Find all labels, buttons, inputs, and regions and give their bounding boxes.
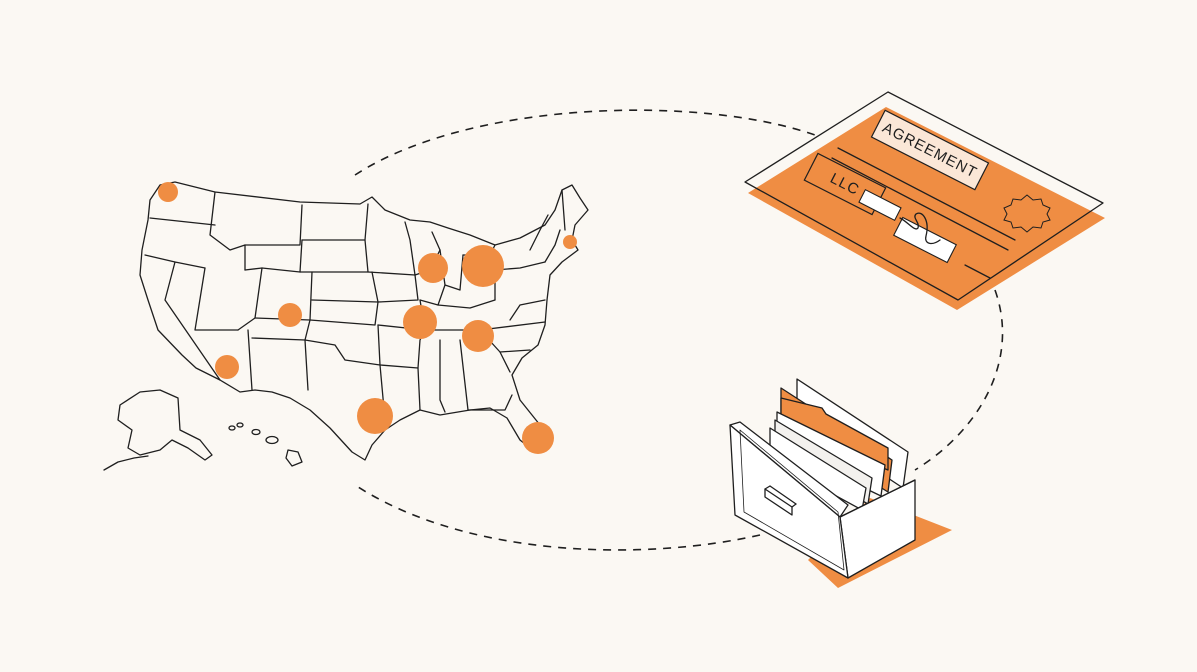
form-field-box: [858, 188, 902, 222]
drawer-box: [729, 421, 916, 579]
hawaii-islands: [228, 422, 303, 467]
drawer-handle: [764, 485, 797, 516]
agreement-document-icon: AGREEMENT LLC: [744, 91, 1105, 310]
alaska-outline: [117, 389, 213, 461]
us-map-icon: [103, 181, 589, 471]
marker-phoenix: [215, 355, 239, 379]
file-drawer-icon: [729, 378, 952, 588]
state-borders: [144, 189, 566, 421]
marker-seattle: [158, 182, 178, 202]
location-markers: [158, 182, 577, 454]
marker-denver: [278, 303, 302, 327]
drawer-files: [769, 378, 909, 511]
seal-icon: [1003, 194, 1051, 233]
signature-icon: [892, 212, 958, 264]
document-text-lines: [831, 147, 1016, 279]
marker-st-louis: [403, 305, 437, 339]
us-outline: [139, 181, 589, 461]
marker-boston: [563, 235, 577, 249]
marker-houston: [357, 398, 393, 434]
dashed-connector: [354, 109, 1004, 551]
marker-nashville: [462, 320, 494, 352]
marker-detroit: [462, 245, 504, 287]
marker-chicago: [418, 253, 448, 283]
marker-miami: [522, 422, 554, 454]
